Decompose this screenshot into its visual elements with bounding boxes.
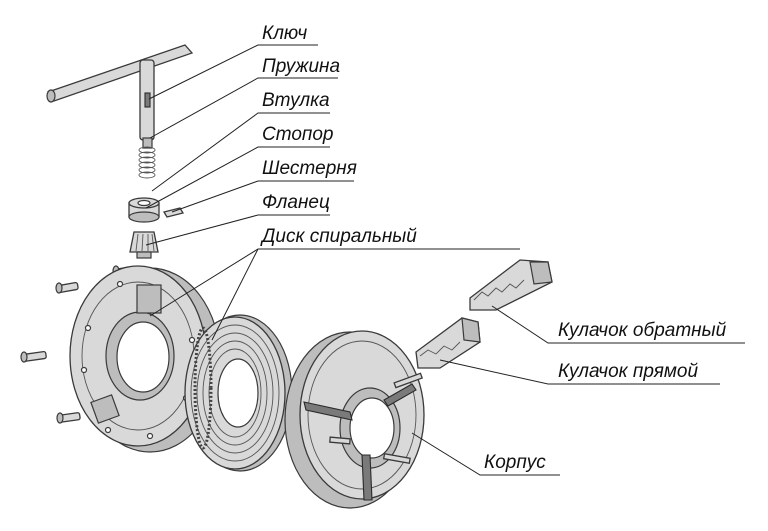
label-flange: Фланец: [262, 192, 330, 213]
flange-bolts: [20, 265, 134, 424]
spiral-disk-part: [184, 314, 293, 472]
label-body: Корпус: [484, 452, 546, 473]
label-stopper: Стопор: [262, 124, 334, 145]
label-key: Ключ: [262, 23, 307, 44]
label-bushing: Втулка: [262, 90, 330, 111]
pinion-gear-part: [129, 231, 159, 259]
label-gear: Шестерня: [262, 158, 357, 179]
key-part: [46, 44, 194, 149]
label-reverse-jaw: Кулачок обратный: [558, 320, 727, 341]
flange-part: [69, 265, 221, 453]
leader-lines: [145, 44, 745, 476]
bushing-part: [128, 197, 160, 223]
part-labels: Ключ Пружина Втулка Стопор Шестерня Флан…: [260, 23, 727, 473]
label-spiral-disk: Диск спиральный: [260, 226, 417, 247]
label-straight-jaw: Кулачок прямой: [558, 361, 698, 382]
reverse-jaw-part: [469, 259, 553, 311]
spring-part: [138, 146, 156, 179]
label-spring: Пружина: [262, 56, 340, 77]
chuck-body-part: [284, 330, 425, 509]
straight-jaw-part: [415, 317, 481, 369]
